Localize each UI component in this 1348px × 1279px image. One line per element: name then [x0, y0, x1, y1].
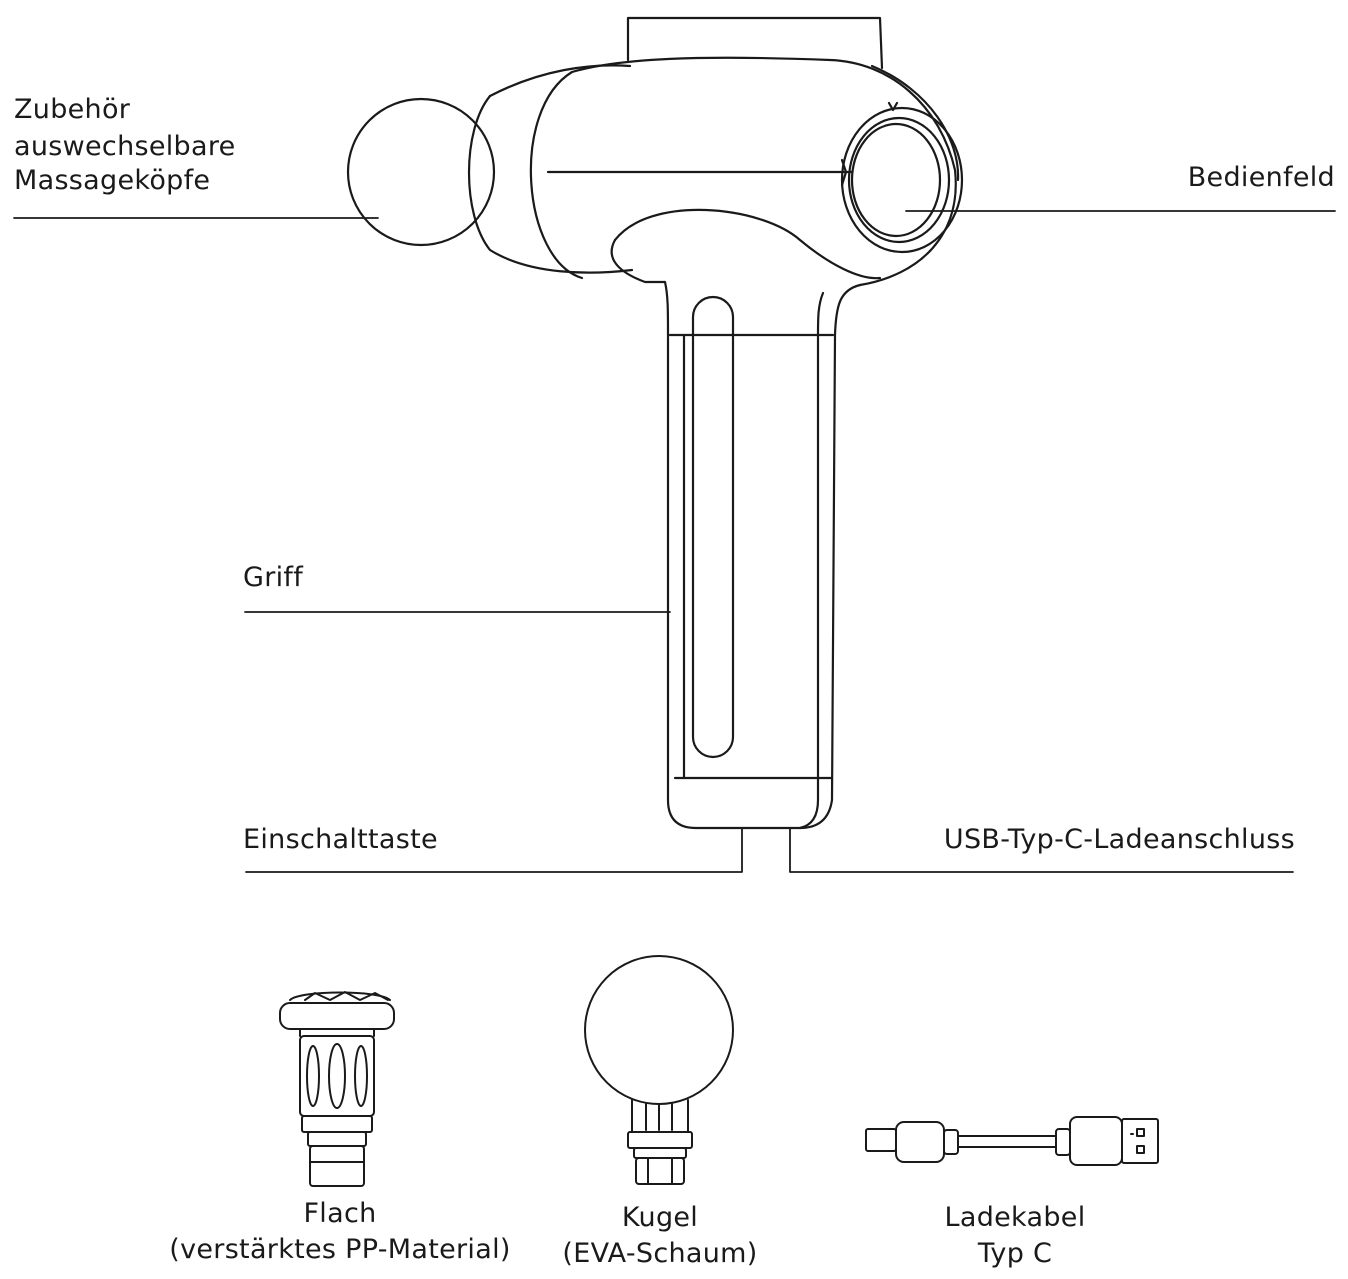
caption-flat-head-material: (verstärktes PP-Material) [169, 1234, 511, 1265]
caption-charging-cable-type: Typ C [977, 1238, 1053, 1269]
caption-ball-head-title: Kugel [621, 1202, 699, 1233]
caption-ball-head: Kugel (EVA-Schaum) [540, 1200, 780, 1272]
caption-charging-cable: Ladekabel Typ C [900, 1200, 1130, 1272]
label-attachments-line1: Zubehör [14, 94, 131, 125]
label-grip: Griff [243, 562, 304, 593]
label-attachments-line2: auswechselbare [14, 131, 236, 162]
label-control-panel: Bedienfeld [1187, 162, 1335, 193]
label-power-button: Einschalttaste [243, 824, 438, 855]
ball-head-illustration [584, 955, 734, 1185]
caption-charging-cable-title: Ladekabel [944, 1202, 1086, 1233]
caption-flat-head-title: Flach [303, 1198, 377, 1229]
flat-head-illustration [279, 991, 395, 1187]
caption-flat-head: Flach (verstärktes PP-Material) [140, 1196, 540, 1268]
massage-gun-illustration [346, 16, 964, 830]
label-usb-port: USB-Typ-C-Ladeanschluss [943, 824, 1295, 855]
label-attachments-line3: Massageköpfe [14, 165, 211, 196]
leader-lines [13, 210, 1336, 873]
usb-cable-illustration [865, 1116, 1159, 1166]
caption-ball-head-material: (EVA-Schaum) [562, 1238, 758, 1269]
